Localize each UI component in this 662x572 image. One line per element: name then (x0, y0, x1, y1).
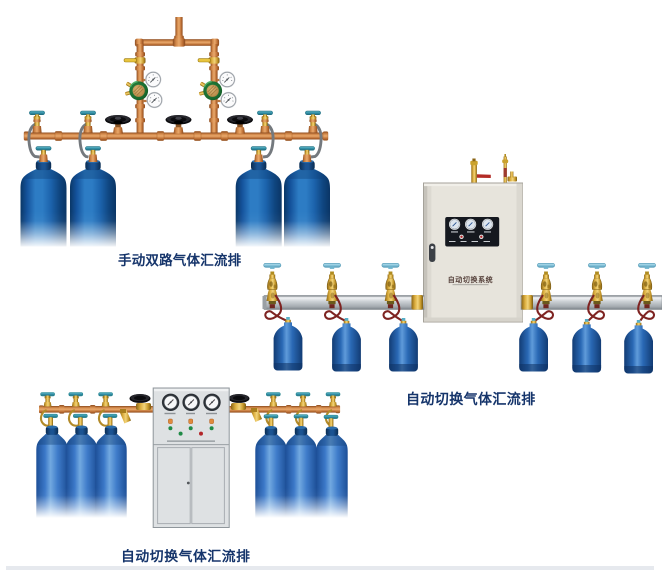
svg-text:自动切换系统: 自动切换系统 (448, 275, 494, 284)
